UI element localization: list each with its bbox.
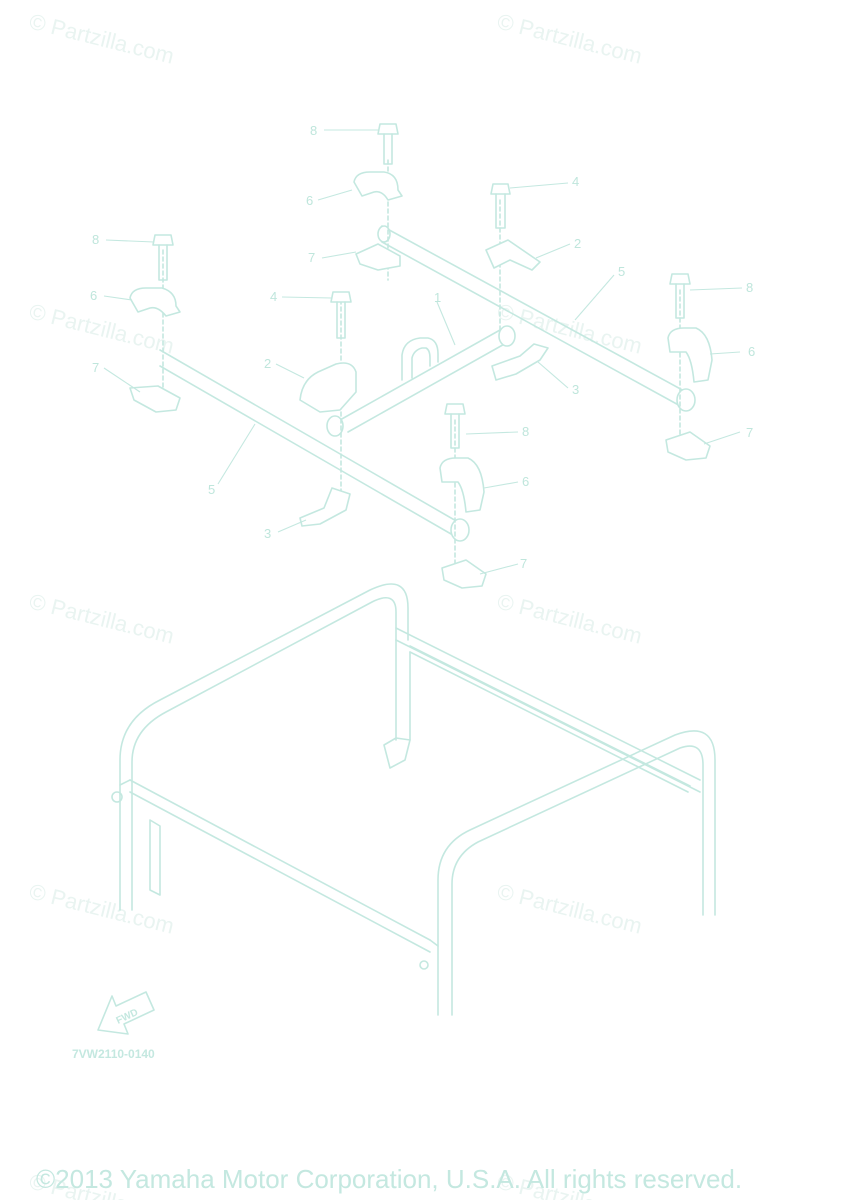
- watermark: © Partzilla.com: [27, 879, 177, 939]
- clamp-icon: [129, 287, 181, 317]
- nut-icon: [665, 431, 711, 461]
- callout-label: 1: [434, 290, 441, 305]
- cargo-bed-frame: [111, 583, 716, 1016]
- watermark: © Partzilla.com: [27, 589, 177, 649]
- callout-label: 8: [310, 123, 317, 138]
- watermark: © Partzilla.com: [495, 589, 645, 649]
- watermark: © Partzilla.com: [495, 879, 645, 939]
- callouts: 8 6 4 7 2 8 6 4 1 5 8 7 2 6 3 8 7 5 6 3 …: [90, 123, 755, 571]
- callout-label: 3: [572, 382, 579, 397]
- bolt-icon: [669, 273, 691, 319]
- callout-label: 7: [746, 425, 753, 440]
- callout-label: 2: [574, 236, 581, 251]
- diagram-code: 7VW2110-0140: [72, 1047, 155, 1061]
- bolt-icon: [490, 183, 511, 229]
- copyright-notice: ©2013 Yamaha Motor Corporation, U.S.A. A…: [36, 1164, 742, 1194]
- clamp-icon: [299, 487, 351, 527]
- clamp-icon: [667, 327, 713, 383]
- rack-assembly: [129, 123, 713, 589]
- callout-label: 8: [746, 280, 753, 295]
- bolt-icon: [444, 403, 466, 449]
- callout-label: 4: [572, 174, 579, 189]
- callout-label: 4: [270, 289, 277, 304]
- callout-label: 6: [306, 193, 313, 208]
- callout-label: 6: [748, 344, 755, 359]
- leader-lines: [103, 129, 743, 575]
- fwd-arrow-icon: FWD: [97, 991, 155, 1035]
- bolt-icon: [152, 234, 174, 281]
- callout-label: 7: [520, 556, 527, 571]
- callout-label: 7: [92, 360, 99, 375]
- watermark: © Partzilla.com: [27, 9, 177, 69]
- clamp-icon: [491, 343, 549, 381]
- callout-label: 6: [522, 474, 529, 489]
- bolt-icon: [330, 291, 352, 339]
- clamp-icon: [299, 362, 357, 413]
- callout-label: 7: [308, 250, 315, 265]
- nut-icon: [129, 385, 181, 413]
- callout-label: 3: [264, 526, 271, 541]
- callout-label: 8: [522, 424, 529, 439]
- fwd-label: FWD: [115, 1007, 140, 1027]
- nut-icon: [355, 243, 401, 271]
- clamp-icon: [439, 457, 485, 513]
- nut-icon: [441, 559, 487, 589]
- clamp-icon: [485, 239, 541, 271]
- callout-label: 8: [92, 232, 99, 247]
- clamp-icon: [353, 171, 403, 201]
- callout-label: 6: [90, 288, 97, 303]
- callout-label: 5: [208, 482, 215, 497]
- callout-label: 5: [618, 264, 625, 279]
- callout-label: 2: [264, 356, 271, 371]
- bolt-icon: [377, 123, 399, 165]
- watermark: © Partzilla.com: [495, 9, 645, 69]
